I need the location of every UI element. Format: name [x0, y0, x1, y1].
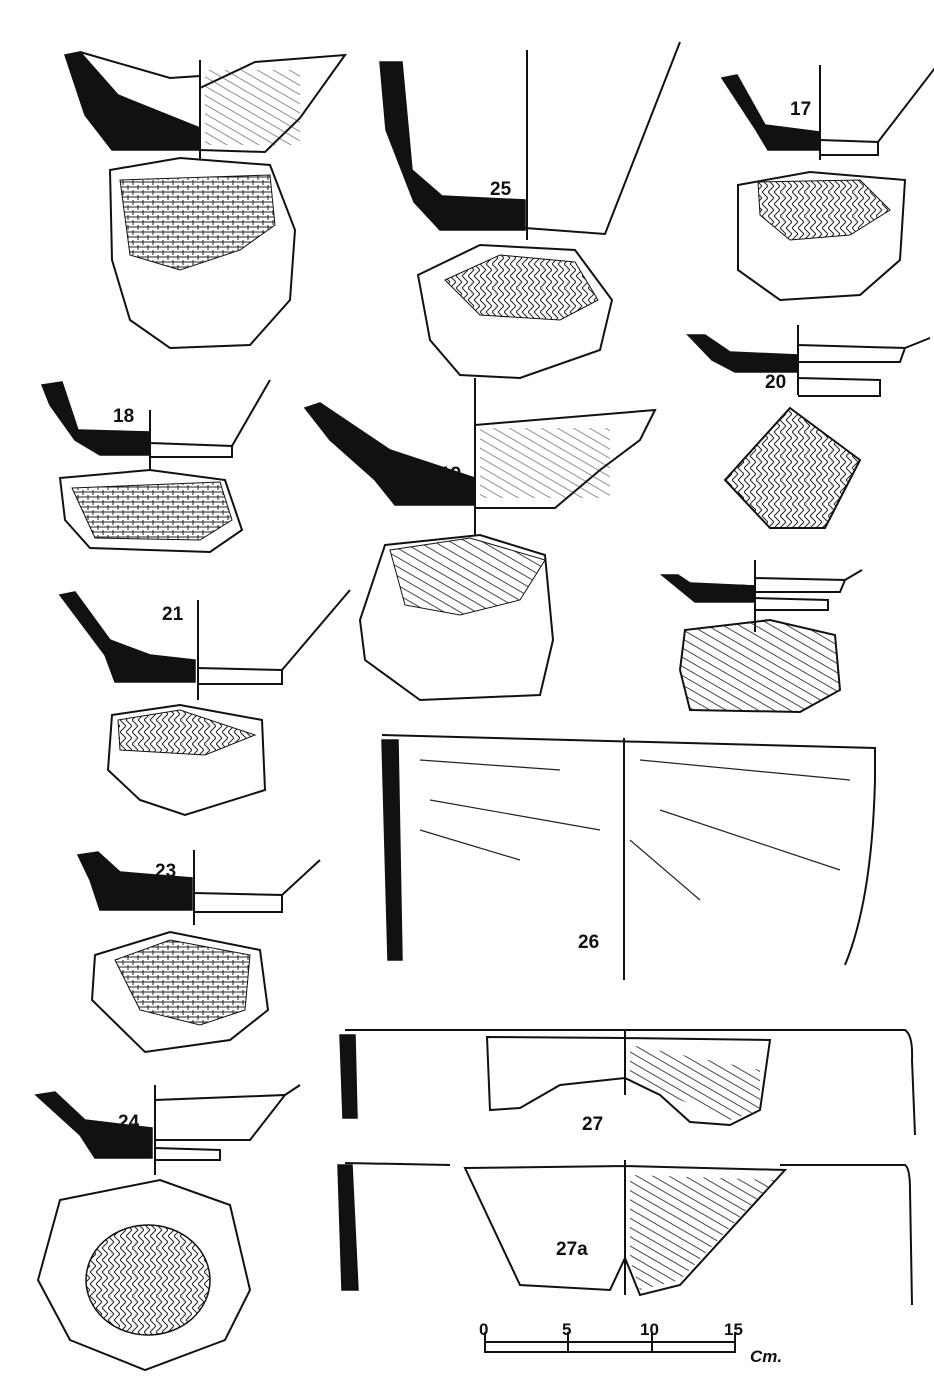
find-18: 18: [40, 379, 271, 554]
base-sherd: [678, 618, 842, 714]
find-label: 21: [162, 604, 184, 625]
vessel-outline: [524, 41, 681, 240]
mat-impression: [71, 481, 233, 541]
scale-tick-15: 15: [724, 1320, 743, 1339]
vessel-outline: [819, 65, 934, 160]
surface-striations: [419, 759, 851, 901]
find-label: 19: [440, 464, 461, 485]
find-label: 27a: [556, 1239, 588, 1260]
mat-impression: [757, 179, 891, 241]
mat-impression: [85, 1224, 211, 1336]
find-16: 16: [64, 51, 348, 350]
surface-hatching: [630, 1045, 760, 1120]
base-sherd: [723, 406, 862, 529]
vessel-outline: [797, 325, 931, 397]
mat-impression: [119, 174, 276, 271]
profile-section: [58, 591, 196, 683]
scale-tick-10: 10: [640, 1320, 659, 1339]
find-label: 24: [118, 1112, 140, 1133]
find-27a: 27a: [337, 1160, 913, 1306]
find-label: 20: [765, 372, 786, 393]
profile-section: [337, 1164, 359, 1291]
profile-section: [379, 61, 526, 231]
vessel-outline: [345, 1029, 916, 1136]
find-25: 25: [379, 41, 681, 380]
scale-bar-ticks: [484, 1332, 736, 1352]
find-19: 19: [303, 378, 657, 702]
find-label: 17: [790, 99, 811, 120]
find-label: 18: [113, 406, 134, 427]
find-27: 27: [339, 1029, 916, 1136]
surface-hatching: [480, 428, 610, 498]
find-label: 23: [155, 861, 176, 882]
vessel-outline: [149, 379, 271, 470]
vessel-outline: [344, 1160, 913, 1306]
vessel-outline: [193, 850, 321, 925]
find-24: 24: [34, 1084, 301, 1372]
mat-impression: [444, 254, 599, 321]
vessel-outline: [154, 1084, 301, 1175]
find-label: 16: [166, 119, 187, 140]
find-label: 25: [490, 179, 512, 200]
surface-hatching: [205, 70, 300, 145]
mat-impression: [117, 709, 257, 756]
find-label: 27: [582, 1114, 603, 1135]
find-label: 26: [578, 932, 599, 953]
vessel-outline: [381, 734, 876, 980]
profile-section: [303, 402, 476, 506]
vessel-outline: [197, 589, 351, 700]
profile-section: [381, 739, 403, 961]
profile-section: [34, 1091, 153, 1159]
vessel-outline: [474, 378, 657, 535]
find-17: 17: [720, 65, 934, 302]
find-21: 21: [58, 589, 351, 817]
surface-hatching: [630, 1175, 775, 1290]
find-label: 22: [727, 582, 748, 603]
profile-section: [76, 851, 193, 911]
find-26: 26: [381, 734, 876, 980]
find-22: 22: [659, 560, 863, 714]
find-20: 20: [686, 325, 931, 529]
mat-impression: [114, 939, 251, 1026]
profile-section: [339, 1034, 358, 1119]
profile-section: [686, 334, 799, 373]
vessel-outline: [79, 51, 348, 165]
find-23: 23: [76, 850, 321, 1054]
scale-tick-0: 0: [479, 1320, 488, 1339]
scale-unit: Cm.: [750, 1347, 782, 1366]
scale-bar-frame: [484, 1341, 736, 1353]
mat-impression: [389, 537, 546, 616]
scale-tick-5: 5: [562, 1320, 571, 1339]
scale-bar: 0 5 10 15 Cm.: [479, 1320, 782, 1366]
vessel-outline: [754, 560, 863, 632]
